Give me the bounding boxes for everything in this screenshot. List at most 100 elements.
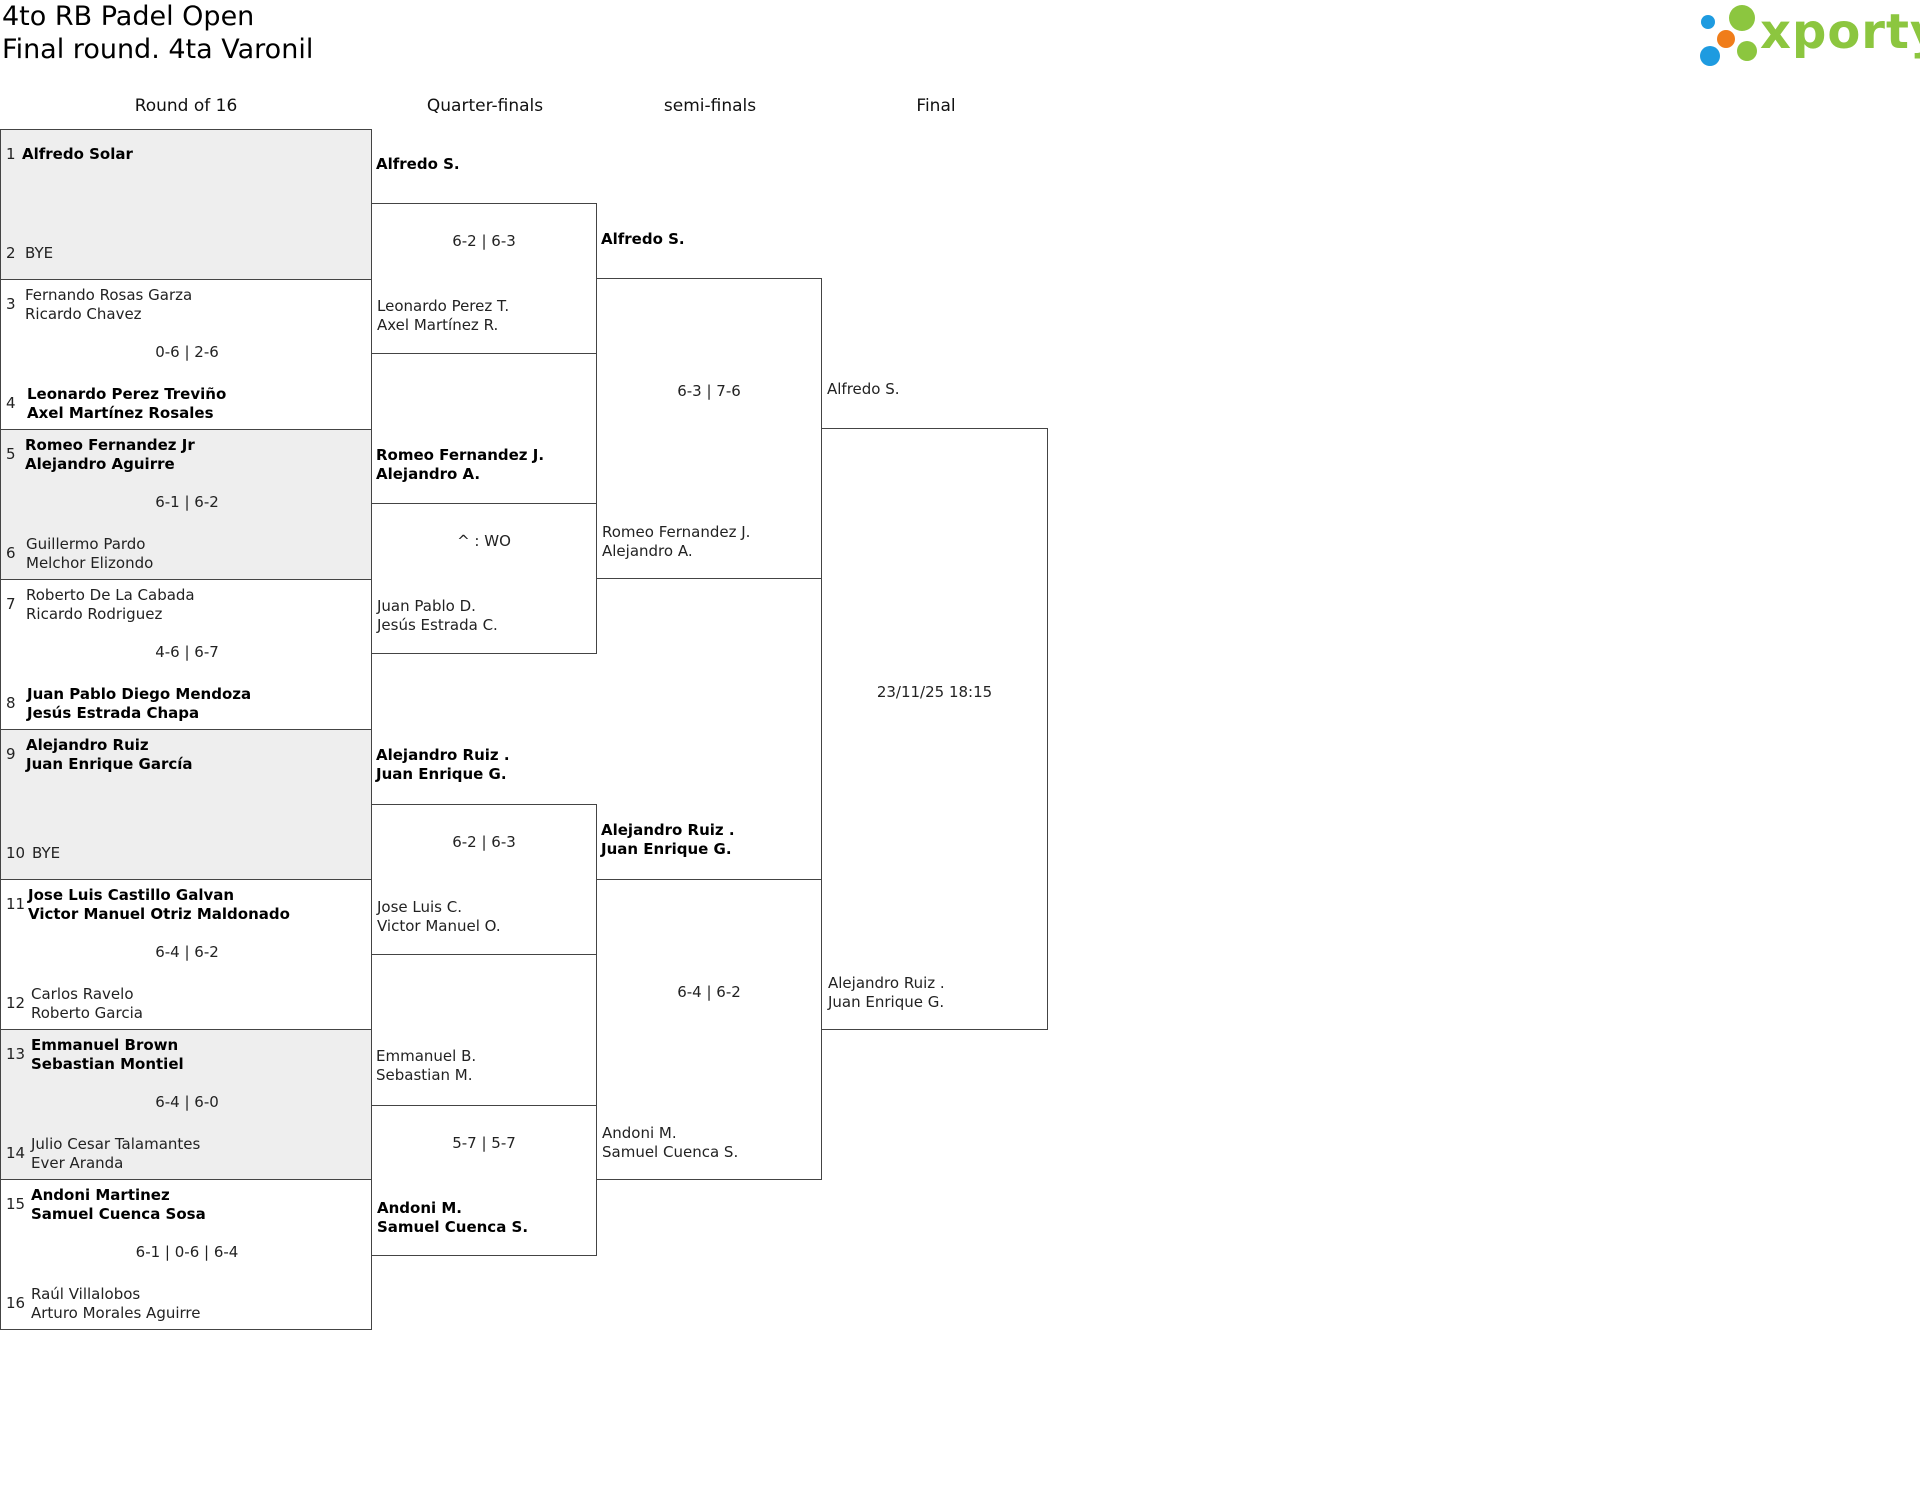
qf-match-3-bottom: Jose Luis C. Victor Manuel O. xyxy=(377,898,501,936)
page-subtitle: Final round. 4ta Varonil xyxy=(2,34,314,65)
qf-match-1-bottom: Leonardo Perez T. Axel Martínez R. xyxy=(377,297,509,335)
player-name: Emmanuel Brown xyxy=(31,1036,179,1054)
player-name: Jesús Estrada C. xyxy=(377,616,498,634)
player-name: Arturo Morales Aguirre xyxy=(31,1304,201,1322)
sf-match-1[interactable]: 6-3 | 7-6 Romeo Fernandez J. Alejandro A… xyxy=(596,278,822,579)
team-top: Andoni Martinez Samuel Cuenca Sosa xyxy=(31,1186,206,1224)
round-header-final: Final xyxy=(916,96,956,116)
qf-match-2-bottom: Juan Pablo D. Jesús Estrada C. xyxy=(377,597,498,635)
player-name: Roberto Garcia xyxy=(31,1004,143,1022)
final-match-top: Alfredo S. xyxy=(827,380,900,399)
match-score: 6-2 | 6-3 xyxy=(452,833,516,851)
seed-number: 15 xyxy=(6,1195,26,1213)
match-score: 6-4 | 6-2 xyxy=(677,983,741,1001)
player-name: Alejandro Ruiz . xyxy=(376,746,510,764)
match-score: 0-6 | 2-6 xyxy=(155,343,219,361)
logo-dots-icon xyxy=(1700,5,1757,66)
r16-match-2[interactable]: 3 Fernando Rosas Garza Ricardo Chavez 0-… xyxy=(0,279,372,430)
player-name: Romeo Fernandez J. xyxy=(602,523,751,541)
team-top: Alfredo Solar xyxy=(22,145,133,164)
player-name: Roberto De La Cabada xyxy=(26,586,195,604)
player-name: Alejandro Ruiz . xyxy=(601,821,735,839)
player-name: Jesús Estrada Chapa xyxy=(27,704,200,722)
seed-number: 12 xyxy=(6,994,26,1012)
player-name: Julio Cesar Talamantes xyxy=(31,1135,201,1153)
team-bottom: Julio Cesar Talamantes Ever Aranda xyxy=(31,1135,200,1173)
player-name: Guillermo Pardo xyxy=(26,535,146,553)
match-score: ^ : WO xyxy=(457,532,511,550)
player-name: Samuel Cuenca Sosa xyxy=(31,1205,206,1223)
qf-match-1-top: Alfredo S. xyxy=(376,155,460,174)
player-name: Leonardo Perez Treviño xyxy=(27,385,227,403)
r16-match-7[interactable]: 13 Emmanuel Brown Sebastian Montiel 6-4 … xyxy=(0,1029,372,1180)
team-top: Jose Luis Castillo Galvan Victor Manuel … xyxy=(28,886,290,924)
player-name: Ricardo Rodriguez xyxy=(26,605,163,623)
match-date: 23/11/25 18:15 xyxy=(876,683,993,701)
player-name: Axel Martínez Rosales xyxy=(27,404,214,422)
match-score: 6-3 | 7-6 xyxy=(677,382,741,400)
player-name: Emmanuel B. xyxy=(376,1047,477,1065)
seed-number: 8 xyxy=(6,694,16,712)
team-top: Emmanuel Brown Sebastian Montiel xyxy=(31,1036,184,1074)
seed-number: 13 xyxy=(6,1045,26,1063)
player-name: Fernando Rosas Garza xyxy=(25,286,193,304)
player-name: Ricardo Chavez xyxy=(25,305,142,323)
player-name: Juan Pablo D. xyxy=(377,597,476,615)
player-name: Juan Pablo Diego Mendoza xyxy=(27,685,252,703)
team-top: Alejandro Ruiz Juan Enrique García xyxy=(26,736,193,774)
team-bottom: BYE xyxy=(32,844,60,863)
qf-match-3-top: Alejandro Ruiz . Juan Enrique G. xyxy=(376,746,510,784)
player-name: Andoni M. xyxy=(602,1124,677,1142)
seed-number: 11 xyxy=(6,895,26,913)
player-name: Sebastian Montiel xyxy=(31,1055,184,1073)
sf-match-1-bottom: Romeo Fernandez J. Alejandro A. xyxy=(602,523,750,561)
seed-number: 5 xyxy=(6,445,16,463)
r16-match-8[interactable]: 15 Andoni Martinez Samuel Cuenca Sosa 6-… xyxy=(0,1179,372,1330)
player-name: Axel Martínez R. xyxy=(377,316,499,334)
page-title: 4to RB Padel Open xyxy=(2,1,255,32)
player-name: Juan Enrique G. xyxy=(601,840,732,858)
team-bottom: Guillermo Pardo Melchor Elizondo xyxy=(26,535,153,573)
player-name: Alejandro Ruiz . xyxy=(828,974,945,992)
match-score: 6-1 | 0-6 | 6-4 xyxy=(135,1243,239,1261)
player-name: Sebastian M. xyxy=(376,1066,473,1084)
player-name: Alfredo S. xyxy=(601,230,685,248)
team-bottom: Raúl Villalobos Arturo Morales Aguirre xyxy=(31,1285,200,1323)
round-header-r16: Round of 16 xyxy=(134,96,238,116)
player-name: BYE xyxy=(25,244,54,262)
player-name: Alfredo Solar xyxy=(22,145,133,163)
r16-match-4[interactable]: 7 Roberto De La Cabada Ricardo Rodriguez… xyxy=(0,579,372,730)
qf-match-1[interactable]: 6-2 | 6-3 Leonardo Perez T. Axel Martíne… xyxy=(371,203,597,354)
team-bottom: Juan Pablo Diego Mendoza Jesús Estrada C… xyxy=(27,685,251,723)
team-top: Romeo Fernandez Jr Alejandro Aguirre xyxy=(25,436,195,474)
qf-match-3[interactable]: 6-2 | 6-3 Jose Luis C. Victor Manuel O. xyxy=(371,804,597,955)
seed-number: 6 xyxy=(6,544,16,562)
final-match[interactable]: 23/11/25 18:15 Alejandro Ruiz . Juan Enr… xyxy=(821,428,1048,1030)
team-top: Fernando Rosas Garza Ricardo Chavez xyxy=(25,286,192,324)
round-header-sf: semi-finals xyxy=(663,96,757,116)
player-name: Victor Manuel O. xyxy=(377,917,501,935)
seed-number: 4 xyxy=(6,394,16,412)
sf-match-2-bottom: Andoni M. Samuel Cuenca S. xyxy=(602,1124,738,1162)
sf-match-2[interactable]: 6-4 | 6-2 Andoni M. Samuel Cuenca S. xyxy=(596,879,822,1180)
match-score: 6-4 | 6-2 xyxy=(155,943,219,961)
qf-match-4-bottom: Andoni M. Samuel Cuenca S. xyxy=(377,1199,528,1237)
match-score: 4-6 | 6-7 xyxy=(155,643,219,661)
r16-match-6[interactable]: 11 Jose Luis Castillo Galvan Victor Manu… xyxy=(0,879,372,1030)
player-name: Andoni M. xyxy=(377,1199,462,1217)
r16-match-3[interactable]: 5 Romeo Fernandez Jr Alejandro Aguirre 6… xyxy=(0,429,372,580)
player-name: Alfredo S. xyxy=(827,380,900,398)
match-score: 5-7 | 5-7 xyxy=(452,1134,516,1152)
player-name: Jose Luis C. xyxy=(377,898,463,916)
match-score: 6-2 | 6-3 xyxy=(452,232,516,250)
player-name: Alejandro A. xyxy=(602,542,693,560)
player-name: Juan Enrique García xyxy=(26,755,193,773)
r16-match-5[interactable]: 9 Alejandro Ruiz Juan Enrique García 10 … xyxy=(0,729,372,880)
player-name: Raúl Villalobos xyxy=(31,1285,141,1303)
player-name: Romeo Fernandez Jr xyxy=(25,436,195,454)
r16-match-1[interactable]: 1 Alfredo Solar 2 BYE xyxy=(0,129,372,280)
qf-match-2[interactable]: ^ : WO Juan Pablo D. Jesús Estrada C. xyxy=(371,503,597,654)
qf-match-4[interactable]: 5-7 | 5-7 Andoni M. Samuel Cuenca S. xyxy=(371,1105,597,1256)
player-name: Carlos Ravelo xyxy=(31,985,134,1003)
team-bottom: BYE xyxy=(25,244,53,263)
